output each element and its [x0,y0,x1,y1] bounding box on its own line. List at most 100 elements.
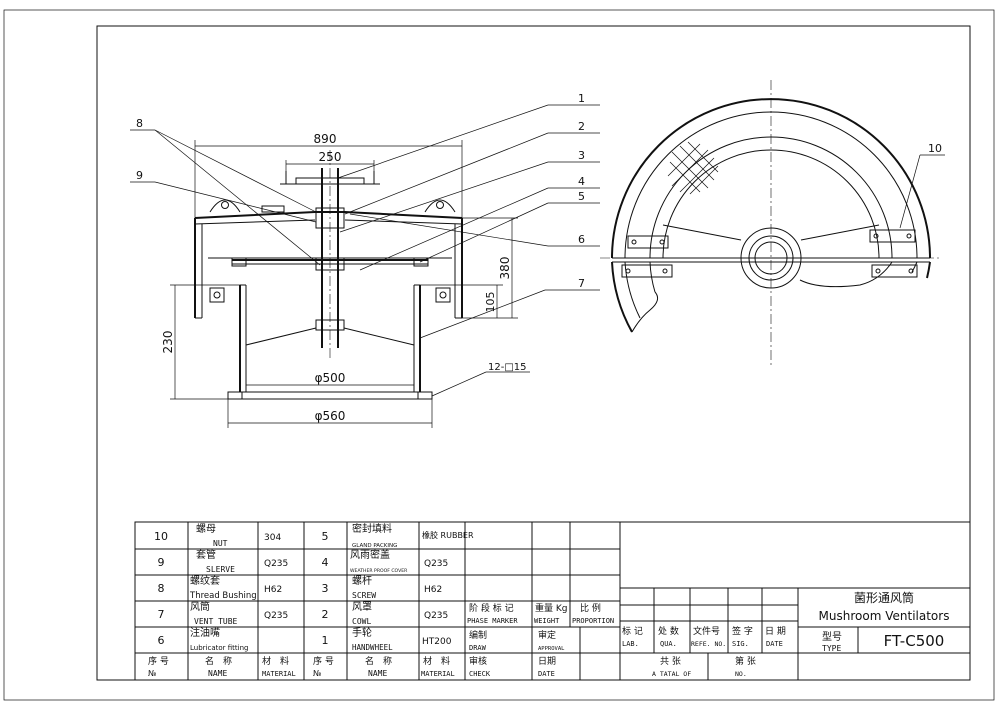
type-cn: 型号 [822,630,842,643]
drawing-title-en: Mushroom Ventilators [819,609,950,623]
total-en: A TATAL OF [652,670,691,678]
part-material: Q235 [424,559,448,569]
dim-height-base: 230 [161,331,175,354]
header-mat-en: MATERIAL [262,670,296,678]
part-name-cn: 螺母 [196,523,216,535]
callout-2: 2 [578,120,585,133]
check-cn: 审核 [469,655,487,667]
drawing-frame [96,25,971,681]
qua-cn: 处 数 [658,625,679,637]
date-cn: 日期 [538,656,556,667]
sheet-en: NO. [735,670,747,678]
part-material: 橡胶 RUBBER [422,530,474,540]
outer-trim-border [3,9,995,701]
top-plan-view [600,80,940,365]
draw-cn: 编制 [469,629,487,641]
part-name-en: WEATHER PROOF COVER [350,568,408,574]
callout-7: 7 [578,277,585,290]
header-mat-cn: 材 料 [262,655,289,667]
sig-cn: 签 字 [732,625,753,637]
part-name-en: Lubricator fitting [190,644,248,652]
callout-leaders [130,104,945,339]
drawing-title-cn: 菌形通风筒 [854,590,914,605]
approval-en: APPROVAL [538,646,565,652]
part-name-en: Thread Bushing [189,591,257,601]
part-no: 9 [158,556,165,569]
part-no: 4 [322,556,329,569]
part-material: H62 [264,585,282,595]
total-cn: 共 张 [660,656,681,667]
header-mat-cn-2: 材 料 [423,655,450,667]
part-name-cn: 风罩 [352,601,372,613]
part-name-cn: 螺纹套 [190,574,220,587]
part-no: 7 [158,608,165,621]
draw-en: DRAW [469,644,487,652]
part-name-cn: 注油嘴 [190,626,220,639]
part-name-en: COWL [352,617,371,626]
refe-en: REFE. NO. [691,640,726,648]
part-name-en: HANDWHEEL [352,643,393,652]
part-name-cn: 套管 [196,548,216,561]
part-name-cn: 风雨密盖 [350,548,390,561]
proportion-cn: 比 例 [580,602,601,614]
part-no: 3 [322,582,329,595]
header-no-cn: 序 号 [148,655,169,667]
part-no: 2 [322,608,329,621]
dim-handwheel-width: 250 [319,150,342,164]
header-mat-en-2: MATERIAL [421,670,455,678]
part-no: 6 [158,634,165,647]
date-en: DATE [538,670,555,678]
part-name-cn: 螺杆 [352,575,372,587]
part-name-en: GLAND PACKING [352,543,397,549]
header-name-cn-2: 名 称 [365,655,392,667]
part-material: Q235 [424,611,448,621]
title-block-frame [619,521,970,680]
part-no: 1 [322,634,329,647]
sheet-cn: 第 张 [735,655,756,667]
sig-en: SIG. [732,640,749,648]
part-material: 304 [264,533,281,543]
callout-8: 8 [136,117,143,130]
rdate-cn: 日 期 [765,626,786,637]
check-en: CHECK [469,670,491,678]
refe-cn: 文件号 [693,625,720,637]
phase-marker-en: PHASE MARKER [467,617,518,625]
part-name-cn: 手轮 [352,626,372,639]
header-no-en-2: № [313,669,322,678]
approval-cn: 审定 [538,629,556,641]
phase-marker-cn: 阶 段 标 记 [469,602,514,614]
callout-5: 5 [578,190,585,203]
part-name-en: NUT [213,539,228,548]
rdate-en: DATE [766,640,783,648]
front-section-view [194,150,463,400]
part-no: 5 [322,530,329,543]
callout-10: 10 [928,142,942,155]
dim-inner-diameter: φ500 [315,371,346,385]
type-value: FT-C500 [884,632,945,650]
part-name-en: SCREW [352,591,376,600]
weight-en: WEIGHT [534,617,560,625]
callout-4: 4 [578,175,585,188]
callout-3: 3 [578,149,585,162]
header-no-en: № [148,669,157,678]
lab-en: LAB. [622,640,639,648]
callout-1: 1 [578,92,585,105]
part-material: HT200 [422,637,452,647]
dim-height-total: 380 [498,257,512,280]
weight-cn: 重量 Kg [535,602,567,614]
part-name-cn: 风筒 [190,600,210,613]
header-name-cn: 名 称 [205,655,232,667]
part-material: Q235 [264,611,288,621]
part-material: H62 [424,585,442,595]
qua-en: QUA. [660,640,677,648]
header-no-cn-2: 序 号 [313,655,334,667]
parts-table [134,521,621,681]
proportion-en: PROPORTION [572,617,614,625]
callout-9: 9 [136,169,143,182]
header-name-en-2: NAME [368,669,387,678]
dimension-lines [170,140,518,428]
dim-overall-width: 890 [314,132,337,146]
type-en: TYPE [822,644,841,653]
part-no: 8 [158,582,165,595]
